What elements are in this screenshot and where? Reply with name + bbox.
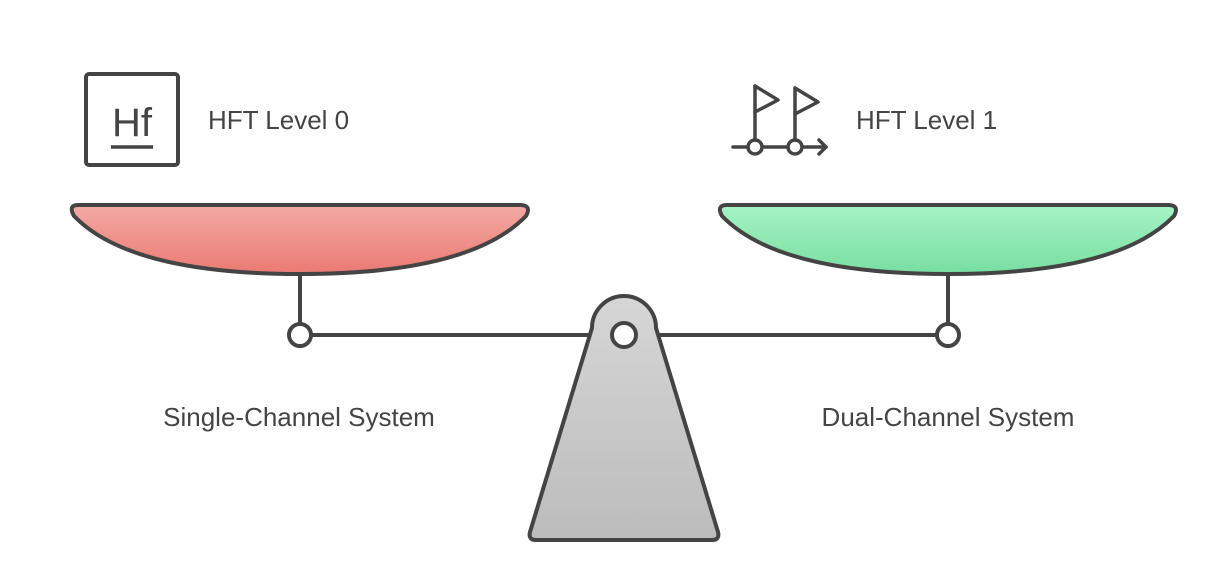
left-joint bbox=[287, 322, 313, 348]
right-title: HFT Level 1 bbox=[856, 105, 997, 135]
right-pan bbox=[717, 203, 1178, 276]
flags-timeline-icon bbox=[731, 84, 828, 156]
right-joint bbox=[935, 322, 961, 348]
right-label: Dual-Channel System bbox=[822, 402, 1075, 432]
left-pan bbox=[69, 203, 530, 276]
left-label: Single-Channel System bbox=[163, 402, 435, 432]
left-title: HFT Level 0 bbox=[208, 105, 349, 135]
fulcrum bbox=[527, 294, 721, 542]
pivot-circle bbox=[610, 321, 638, 349]
hf-symbol-icon: Hf bbox=[84, 72, 180, 167]
svg-text:Hf: Hf bbox=[112, 101, 153, 145]
